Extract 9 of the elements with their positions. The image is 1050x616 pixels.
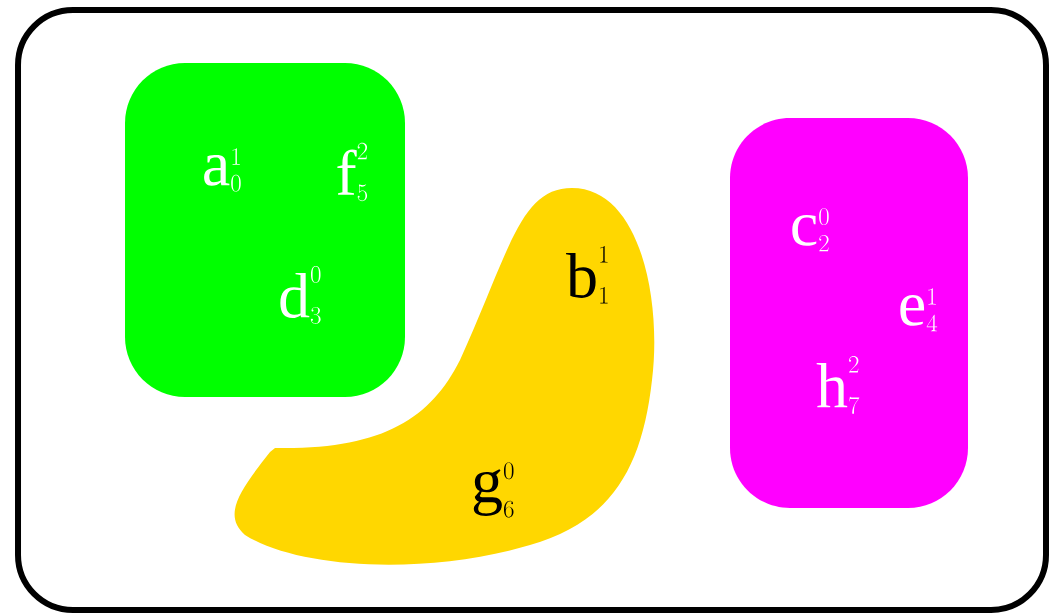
frame-box <box>15 7 1049 613</box>
letter-label: $b_1^1$ <box>566 246 608 304</box>
letter-label: $d_3^0$ <box>280 266 321 324</box>
letter-label: $a_0^1$ <box>204 148 241 192</box>
letter-label: $h_7^2$ <box>816 356 860 414</box>
letter-label: $f_5^2$ <box>337 142 368 202</box>
letter-label: $g_6^0$ <box>473 462 514 518</box>
letter-label: $e_4^1$ <box>900 288 938 332</box>
letter-label: $c_2^0$ <box>792 208 829 252</box>
